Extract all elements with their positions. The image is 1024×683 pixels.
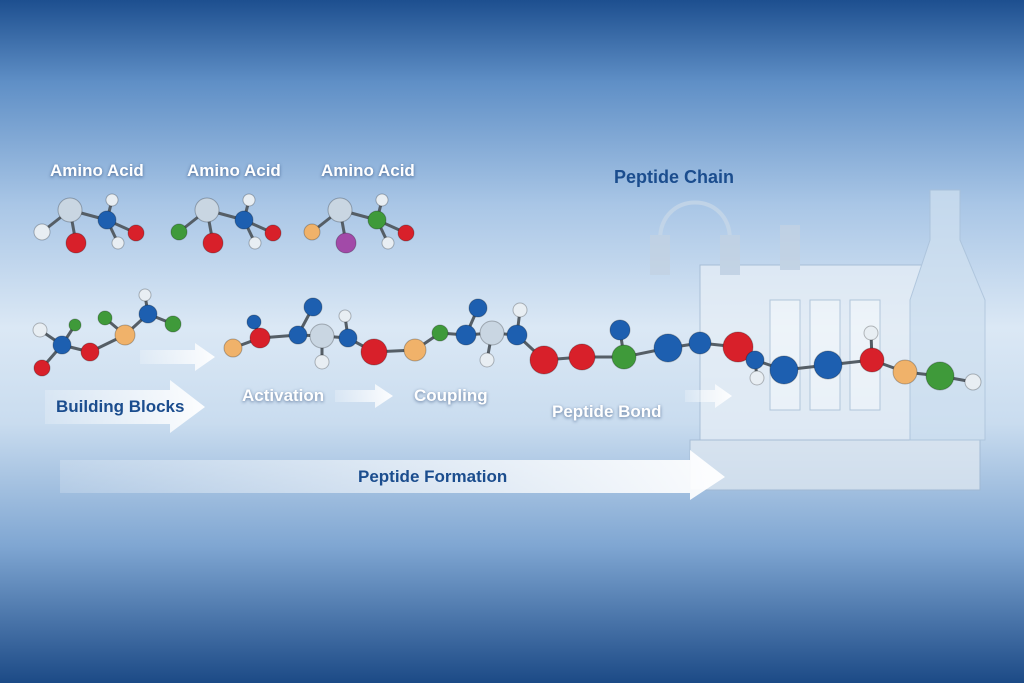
- activation-arrow: [335, 384, 393, 408]
- atom: [479, 320, 505, 346]
- atom: [403, 338, 427, 362]
- atom: [170, 223, 188, 241]
- atom: [367, 210, 387, 230]
- building-blocks-label: Building Blocks: [56, 397, 185, 416]
- atom: [80, 342, 100, 362]
- peptide-formation-label: Peptide Formation: [358, 467, 508, 486]
- atom: [863, 325, 879, 341]
- atom: [925, 361, 955, 391]
- atom: [97, 210, 117, 230]
- amino-acid-label-1: Amino Acid: [50, 161, 144, 180]
- atom: [529, 345, 559, 375]
- peptide-bond-label: Peptide Bond: [552, 402, 662, 421]
- atom: [769, 355, 799, 385]
- atom: [964, 373, 982, 391]
- atom: [138, 304, 158, 324]
- atom: [164, 315, 182, 333]
- atom: [65, 232, 87, 254]
- atom: [303, 297, 323, 317]
- atom: [653, 333, 683, 363]
- atom: [105, 193, 119, 207]
- atom: [97, 310, 113, 326]
- atom: [248, 236, 262, 250]
- atom: [611, 344, 637, 370]
- atom: [749, 370, 765, 386]
- building-blocks-arrow: [45, 380, 205, 433]
- atom: [335, 232, 357, 254]
- molecules: [32, 193, 982, 391]
- atom: [568, 343, 596, 371]
- atom: [455, 324, 477, 346]
- small-arrow-1: [140, 343, 215, 371]
- activation-label: Activation: [242, 386, 325, 405]
- peptide-formation-arrow: [60, 450, 725, 500]
- atom: [609, 319, 631, 341]
- atom: [32, 322, 48, 338]
- atom: [338, 328, 358, 348]
- atom: [264, 224, 282, 242]
- atom: [202, 232, 224, 254]
- atom: [249, 327, 271, 349]
- atom: [892, 359, 918, 385]
- atom: [57, 197, 83, 223]
- atom: [111, 236, 125, 250]
- atom: [745, 350, 765, 370]
- atom: [327, 197, 353, 223]
- atom: [127, 224, 145, 242]
- peptide-bond-arrow: [685, 384, 732, 408]
- atom: [242, 193, 256, 207]
- atom: [33, 223, 51, 241]
- atom: [506, 324, 528, 346]
- atom: [381, 236, 395, 250]
- atom: [479, 352, 495, 368]
- amino-acid-label-3: Amino Acid: [321, 161, 415, 180]
- atom: [138, 288, 152, 302]
- atom: [234, 210, 254, 230]
- atom: [114, 324, 136, 346]
- atom: [468, 298, 488, 318]
- process-arrows: [45, 343, 732, 500]
- atom: [314, 354, 330, 370]
- amino-acid-label-2: Amino Acid: [187, 161, 281, 180]
- atom: [859, 347, 885, 373]
- atom: [288, 325, 308, 345]
- atom: [722, 331, 754, 363]
- peptide-chain-label: Peptide Chain: [614, 167, 735, 187]
- atom: [375, 193, 389, 207]
- coupling-label: Coupling: [414, 386, 488, 405]
- atom: [223, 338, 243, 358]
- atom: [813, 350, 843, 380]
- atom: [309, 323, 335, 349]
- atom: [431, 324, 449, 342]
- atom: [397, 224, 415, 242]
- atom: [52, 335, 72, 355]
- atom: [68, 318, 82, 332]
- atom: [194, 197, 220, 223]
- atom: [688, 331, 712, 355]
- atom: [338, 309, 352, 323]
- atom: [246, 314, 262, 330]
- atom: [33, 359, 51, 377]
- atom: [303, 223, 321, 241]
- atom: [512, 302, 528, 318]
- atom: [360, 338, 388, 366]
